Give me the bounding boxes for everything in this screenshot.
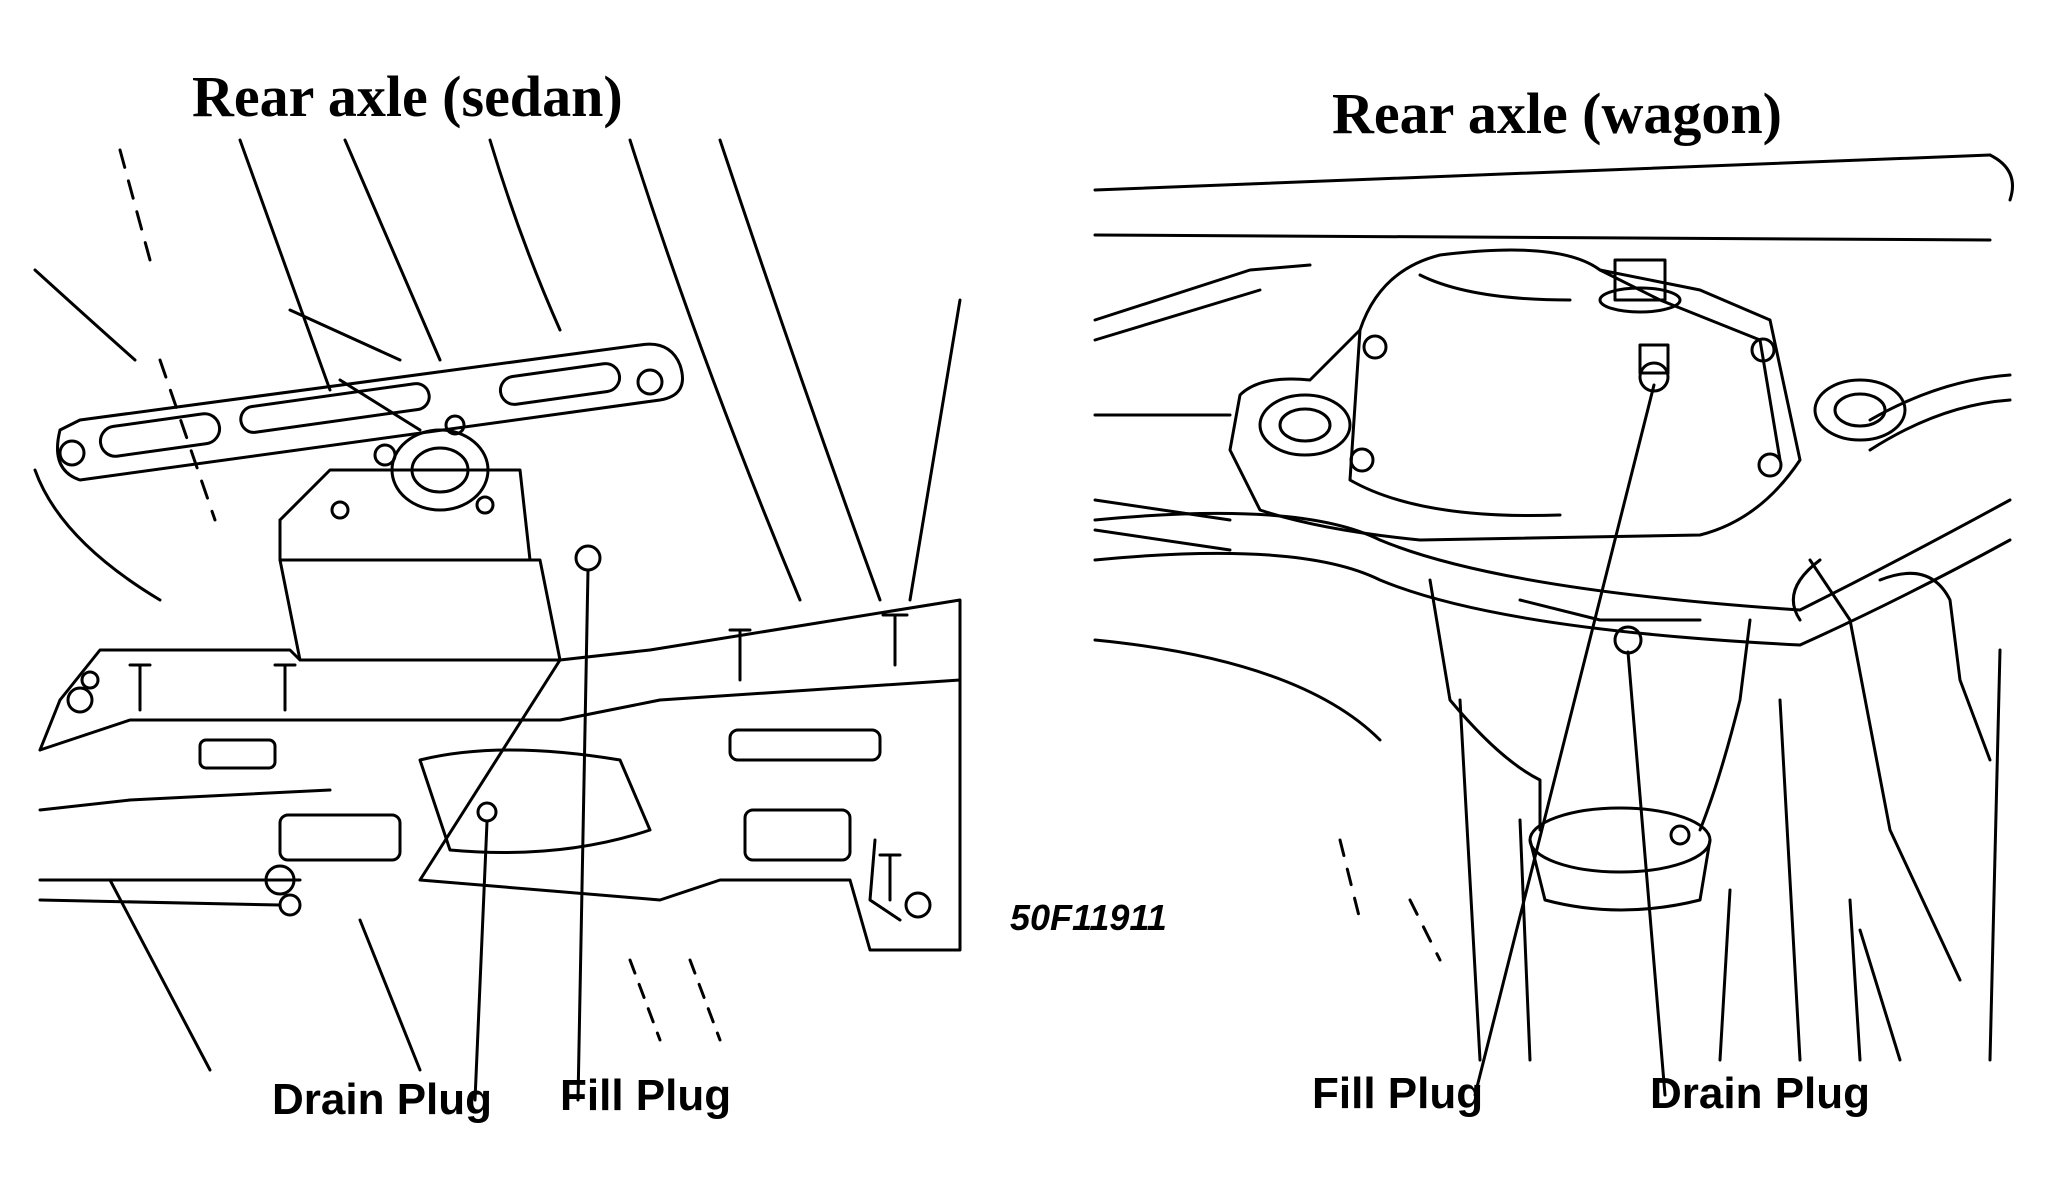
sedan-leader-lines bbox=[473, 568, 590, 1102]
sedan-fill-plug-label: Fill Plug bbox=[560, 1071, 732, 1120]
wagon-title: Rear axle (wagon) bbox=[1332, 81, 1782, 146]
sedan-drain-leader bbox=[473, 820, 489, 1102]
wagon-drain-leader bbox=[1626, 650, 1667, 1097]
sedan-drain-plug-label: Drain Plug bbox=[272, 1075, 493, 1124]
wagon-illustration bbox=[1093, 153, 2014, 1062]
wagon-fill-leader bbox=[1473, 383, 1656, 1097]
wagon-drain-plug-label: Drain Plug bbox=[1650, 1069, 1871, 1118]
sedan-illustration bbox=[33, 138, 962, 1072]
wagon-fill-plug-label: Fill Plug bbox=[1312, 1069, 1484, 1118]
sedan-title: Rear axle (sedan) bbox=[192, 64, 623, 129]
wagon-leader-lines bbox=[1473, 383, 1667, 1097]
figure-code: 50F11911 bbox=[1010, 897, 1167, 938]
sedan-fill-leader bbox=[576, 568, 590, 1102]
